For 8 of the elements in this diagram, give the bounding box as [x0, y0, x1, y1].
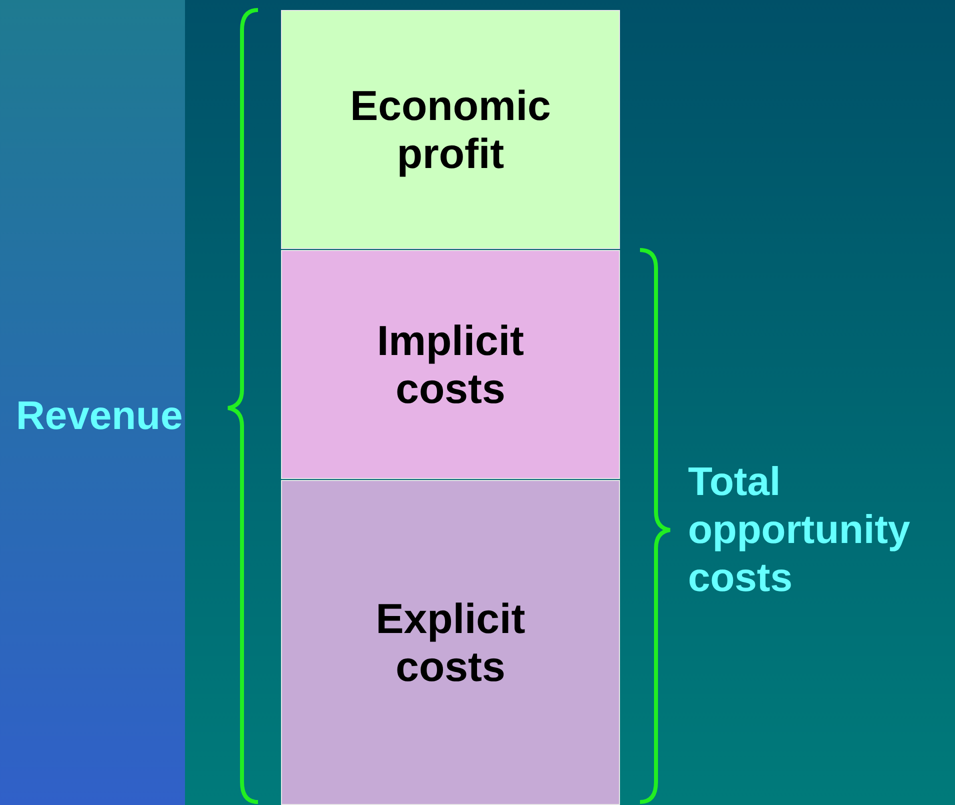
stacked-bar-segment — [281, 250, 620, 479]
segment-label: Economic profit — [349, 82, 552, 178]
stacked-bar-segment — [281, 10, 620, 249]
stacked-bar-segment — [281, 480, 620, 805]
brace-label: Total opportunity costs — [688, 459, 912, 602]
brace-label: Revenue — [16, 393, 184, 440]
segment-label: Implicit costs — [376, 316, 526, 412]
segment-label: Explicit costs — [374, 594, 526, 690]
